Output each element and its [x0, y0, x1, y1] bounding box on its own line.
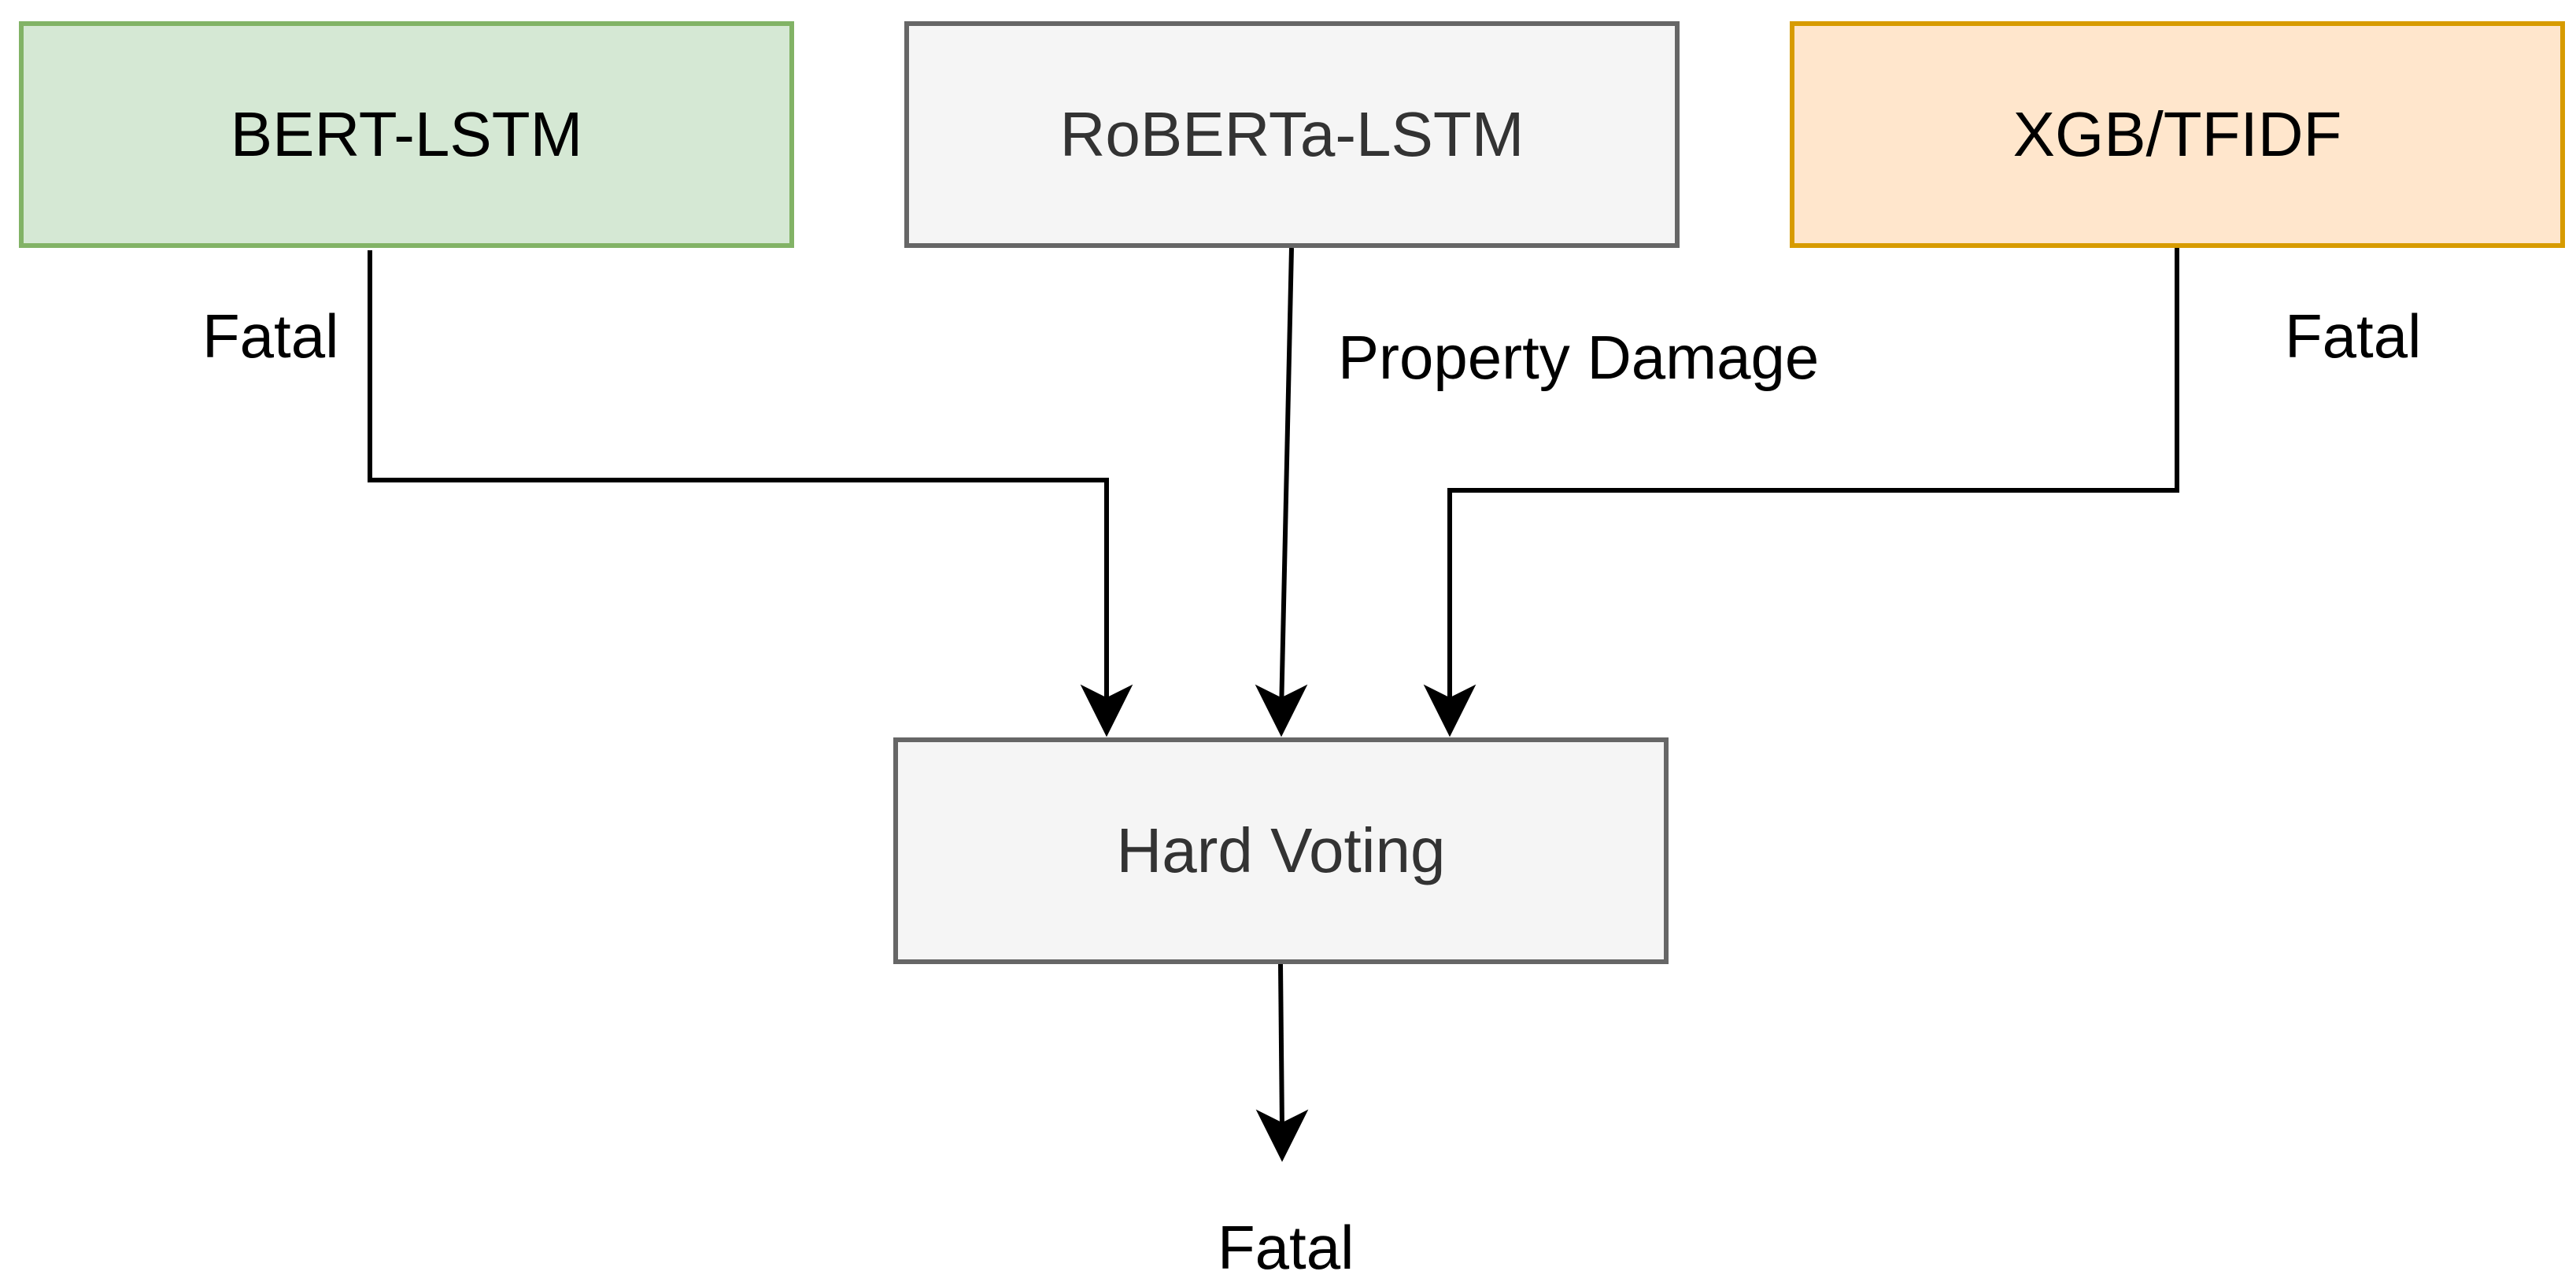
- xgb-prediction-label: Fatal: [2285, 301, 2422, 371]
- arrowhead-bert: [1080, 684, 1133, 737]
- roberta-lstm-label: RoBERTa-LSTM: [1059, 99, 1525, 169]
- bert-prediction-label: Fatal: [202, 301, 339, 371]
- edge-bert-to-voting: [368, 250, 1109, 712]
- xgb-tfidf-label: XGB/TFIDF: [2012, 99, 2342, 169]
- hard-voting-label: Hard Voting: [1116, 815, 1446, 885]
- roberta-prediction-label: Property Damage: [1338, 323, 1820, 392]
- xgb-tfidf-node: XGB/TFIDF: [1790, 21, 2565, 248]
- edge-roberta-to-voting: [1279, 247, 1294, 713]
- hard-voting-node: Hard Voting: [893, 737, 1669, 964]
- edge-voting-output: [1278, 963, 1284, 1130]
- arrowhead-output: [1255, 1109, 1309, 1162]
- bert-lstm-node: BERT-LSTM: [19, 21, 794, 248]
- arrowhead-roberta: [1255, 684, 1308, 737]
- roberta-lstm-node: RoBERTa-LSTM: [904, 21, 1680, 248]
- arrowhead-xgb: [1423, 684, 1476, 737]
- bert-lstm-label: BERT-LSTM: [230, 99, 583, 169]
- final-prediction-label: Fatal: [1218, 1213, 1355, 1282]
- edge-xgb-to-voting: [1447, 248, 2179, 712]
